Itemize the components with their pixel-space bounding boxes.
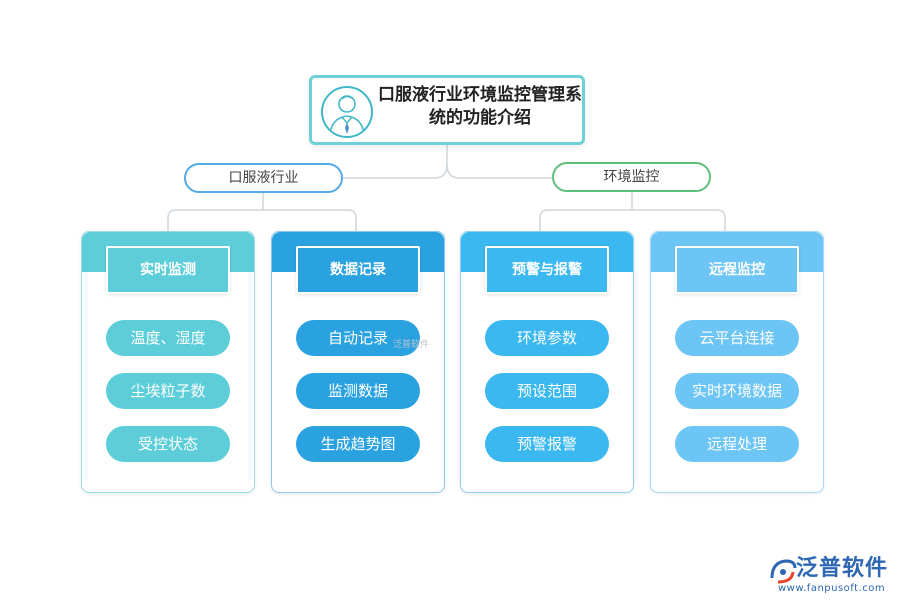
card-title: 远程监控: [675, 246, 799, 294]
fanpu-logo-icon: [768, 556, 798, 586]
card-item: 温度、湿度: [106, 320, 230, 356]
businessman-avatar-icon: [321, 86, 373, 138]
card-remote-monitoring: 远程监控 云平台连接 实时环境数据 远程处理: [650, 231, 824, 493]
root-node: 口服液行业环境监控管理系统的功能介绍: [309, 75, 585, 145]
card-item: 环境参数: [485, 320, 609, 356]
fanpu-logo: 泛普软件 www.fanpusoft.com: [768, 556, 898, 596]
branch-oral-liquid-industry: 口服液行业: [184, 163, 343, 193]
card-item: 生成趋势图: [296, 426, 420, 462]
logo-brand: 泛普软件: [796, 556, 889, 581]
card-title: 实时监测: [106, 246, 230, 294]
card-title: 预警与报警: [485, 246, 609, 294]
card-item: 监测数据: [296, 373, 420, 409]
root-title: 口服液行业环境监控管理系统的功能介绍: [378, 85, 582, 128]
card-item: 实时环境数据: [675, 373, 799, 409]
card-realtime-monitoring: 实时监测 温度、湿度 尘埃粒子数 受控状态: [81, 231, 255, 493]
card-item: 云平台连接: [675, 320, 799, 356]
card-item: 预警报警: [485, 426, 609, 462]
watermark-text: 泛普软件: [393, 340, 430, 350]
logo-url: www.fanpusoft.com: [778, 583, 886, 594]
card-title: 数据记录: [296, 246, 420, 294]
card-item: 尘埃粒子数: [106, 373, 230, 409]
card-item: 远程处理: [675, 426, 799, 462]
card-data-recording: 数据记录 自动记录 监测数据 生成趋势图: [271, 231, 445, 493]
card-item: 自动记录: [296, 320, 420, 356]
card-warning-alarm: 预警与报警 环境参数 预设范围 预警报警: [460, 231, 634, 493]
card-item: 预设范围: [485, 373, 609, 409]
branch-environment-monitoring: 环境监控: [552, 162, 711, 192]
card-item: 受控状态: [106, 426, 230, 462]
